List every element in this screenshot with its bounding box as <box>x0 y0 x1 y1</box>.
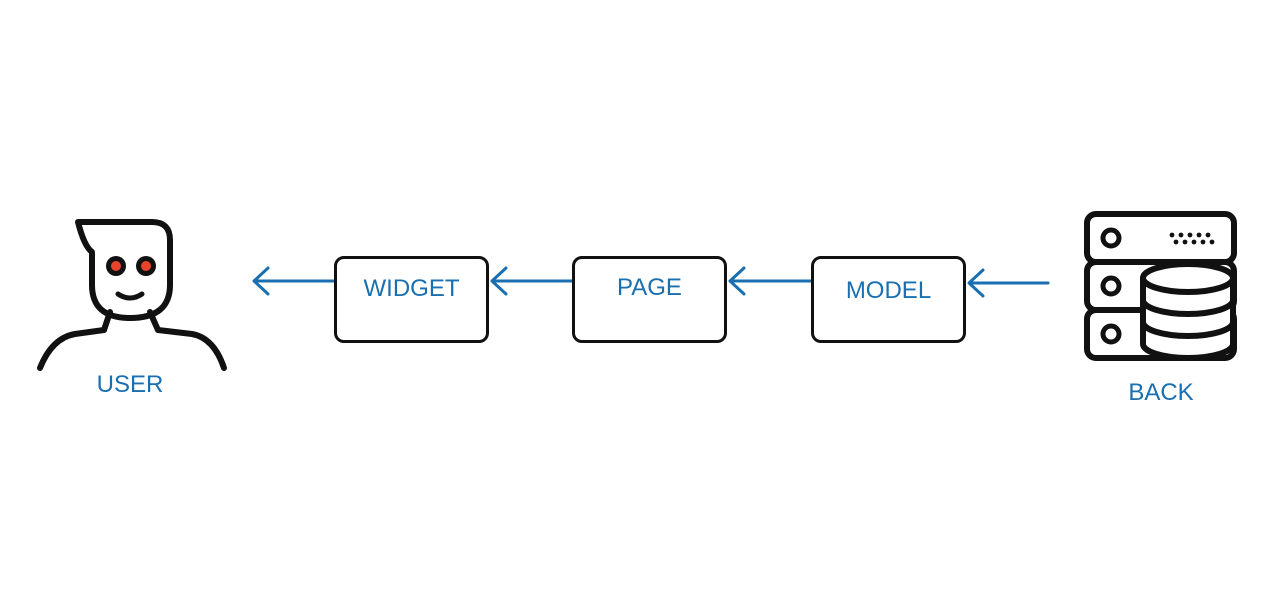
arrow-widget-to-user <box>252 266 336 296</box>
server-database-icon <box>1084 211 1237 361</box>
user-label: USER <box>96 371 164 398</box>
widget-label: WIDGET <box>363 275 460 302</box>
back-label: BACK <box>1128 379 1194 406</box>
model-label: MODEL <box>845 277 932 304</box>
page-box: PAGE <box>572 256 727 343</box>
arrow-model-to-page <box>728 266 813 296</box>
page-label: PAGE <box>617 274 682 301</box>
arrow-back-to-model <box>967 268 1050 298</box>
arrow-page-to-widget <box>490 266 575 296</box>
model-box: MODEL <box>811 256 966 343</box>
user-eyes <box>106 256 156 276</box>
widget-box: WIDGET <box>334 256 489 343</box>
user-icon <box>37 219 227 371</box>
